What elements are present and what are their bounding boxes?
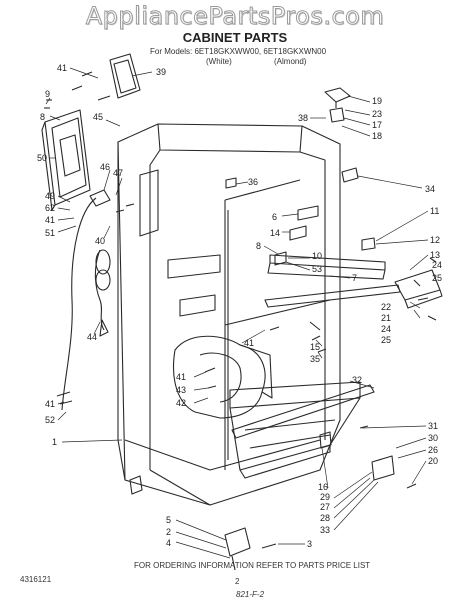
callout: 33	[320, 525, 330, 535]
callout: 12	[430, 235, 440, 245]
callout: 62	[45, 203, 55, 213]
ordering-note: FOR ORDERING INFORMATION REFER TO PARTS …	[134, 561, 371, 570]
callout: 14	[270, 228, 280, 238]
callout: 8	[256, 241, 261, 251]
callout: 47	[113, 168, 123, 178]
callout: 16	[318, 482, 328, 492]
callout: 41	[244, 338, 254, 348]
callout: 30	[428, 433, 438, 443]
callout: 52	[45, 415, 55, 425]
callout: 31	[428, 421, 438, 431]
cabinet-body	[117, 123, 341, 506]
callout: 5	[166, 515, 171, 525]
callout: 25	[432, 273, 442, 283]
liner-panel	[41, 109, 91, 211]
callout: 15	[310, 342, 320, 352]
lower-compartment	[229, 381, 361, 479]
callout: 32	[352, 375, 362, 385]
callout: 28	[320, 513, 330, 523]
callout: 19	[372, 96, 382, 106]
callout: 29	[320, 492, 330, 502]
callout: 51	[45, 228, 55, 238]
callout: 27	[320, 502, 330, 512]
callout: 26	[428, 445, 438, 455]
callout: 23	[372, 109, 382, 119]
callout: 49	[45, 191, 55, 201]
insulation-duct	[172, 335, 273, 419]
callout: 34	[425, 184, 435, 194]
callout: 43	[176, 385, 186, 395]
callout: 18	[372, 131, 382, 141]
callout: 8	[40, 112, 45, 122]
page-title: CABINET PARTS	[182, 30, 288, 45]
callout: 24	[381, 324, 391, 334]
callout: 9	[45, 89, 50, 99]
power-cord	[61, 189, 111, 411]
callout: 46	[100, 162, 110, 172]
top-hinge	[324, 87, 351, 123]
hinge-cover	[109, 53, 141, 99]
callout: 1	[52, 437, 57, 447]
callout: 41	[45, 215, 55, 225]
callout: 3	[307, 539, 312, 549]
callout: 41	[176, 372, 186, 382]
model-list: For Models: 6ET18GKXWW00, 6ET18GKXWN00	[150, 47, 327, 56]
variant-almond: (Almond)	[274, 57, 307, 66]
variant-white: (White)	[206, 57, 232, 66]
bottom-hinge	[129, 431, 395, 571]
callout: 17	[372, 120, 382, 130]
callout: 38	[298, 113, 308, 123]
callout: 45	[93, 112, 103, 122]
callout: 41	[45, 399, 55, 409]
callout: 2	[166, 527, 171, 537]
hardware	[44, 71, 437, 549]
callout: 6	[272, 212, 277, 222]
color-variants: (White) (Almond)	[206, 57, 346, 66]
callout: 53	[312, 264, 322, 274]
callout-labels: 41 39 9 8 45 50 46 47 49 62 41 51 40 44 …	[37, 63, 442, 549]
callout: 40	[95, 236, 105, 246]
callout: 42	[176, 398, 186, 408]
rear-rail	[231, 384, 375, 439]
callout: 11	[430, 206, 439, 216]
crossmember	[264, 254, 401, 308]
callout: 44	[87, 332, 97, 342]
callout: 10	[312, 251, 322, 261]
callout: 13	[430, 250, 440, 260]
watermark: AppliancePartsPros.com	[85, 2, 385, 31]
callout: 25	[381, 335, 391, 345]
callout: 50	[37, 153, 47, 163]
callout: 35	[310, 354, 320, 364]
callout: 22	[381, 302, 391, 312]
callout: 36	[248, 177, 258, 187]
callout: 21	[381, 313, 391, 323]
leader-lines	[45, 67, 429, 559]
callout: 39	[156, 67, 166, 77]
center-hinge	[394, 269, 443, 309]
handwritten-note: 821-F-2	[236, 590, 265, 599]
callout: 24	[432, 260, 442, 270]
page-number: 2	[235, 577, 240, 586]
cabinet-mullion	[139, 169, 221, 317]
callout: 20	[428, 456, 438, 466]
callout: 4	[166, 538, 171, 548]
callout: 41	[57, 63, 67, 73]
drawing-code: 4316121	[20, 575, 52, 584]
callout: 7	[352, 273, 357, 283]
